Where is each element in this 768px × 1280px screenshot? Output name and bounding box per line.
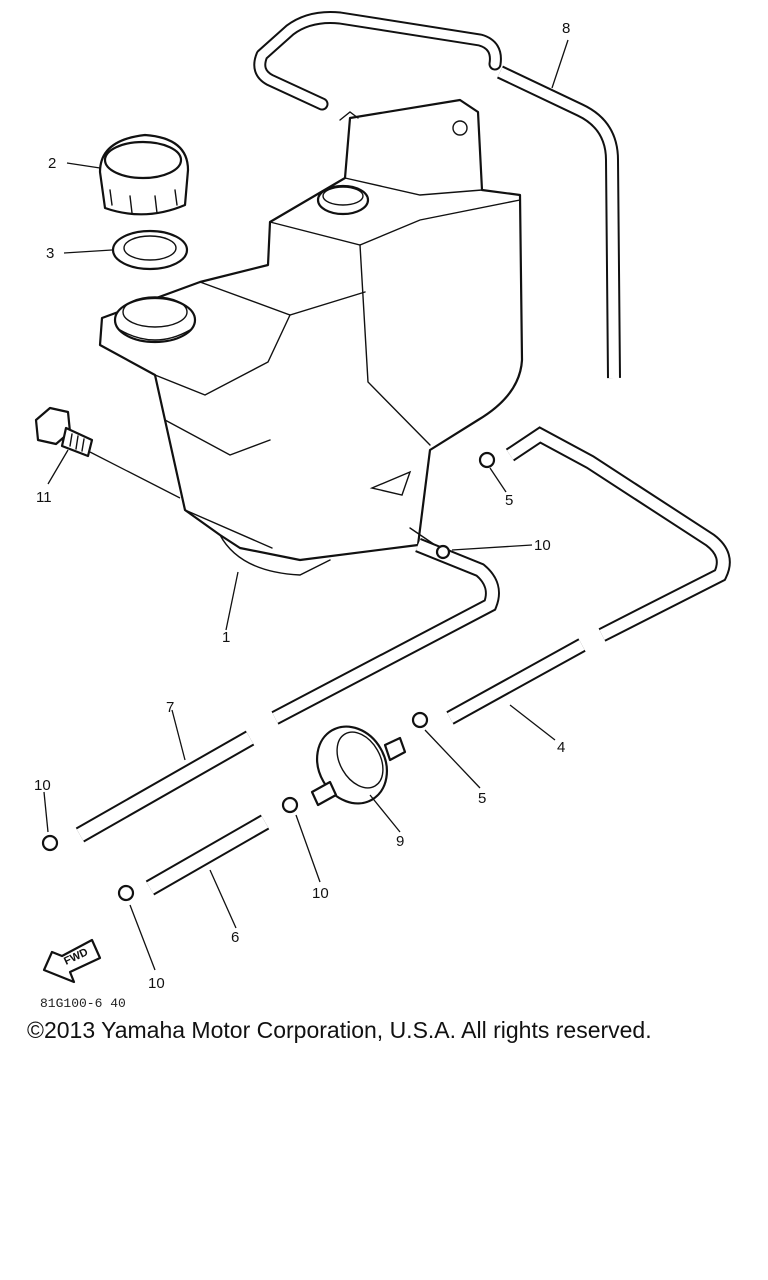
callout-1: 1: [222, 629, 230, 646]
callout-10c: 10: [312, 885, 329, 902]
hose-7: [75, 538, 500, 843]
reservoir-cap: [98, 133, 190, 216]
gasket: [111, 229, 189, 271]
callout-5a: 5: [505, 492, 513, 509]
callout-11: 11: [36, 489, 52, 506]
leader-lines: [43, 39, 569, 971]
callout-10b: 10: [34, 777, 51, 794]
callout-8: 8: [562, 20, 570, 37]
callout-4: 4: [557, 739, 565, 756]
callout-9: 9: [396, 833, 404, 850]
hose-8: [253, 11, 621, 379]
callout-10d: 10: [148, 975, 165, 992]
parts-diagram: FWD 2 3 11 1 8 5 10 4 5 7 10 9 10 6 10 8…: [34, 11, 731, 1010]
check-valve: [310, 725, 407, 807]
clamps: [41, 451, 496, 902]
bolt: [34, 406, 94, 458]
reservoir-tank: [98, 98, 524, 576]
callout-2: 2: [48, 155, 56, 172]
copyright-notice: ©2013 Yamaha Motor Corporation, U.S.A. A…: [27, 1017, 652, 1043]
figure-code: 81G100-6 40: [40, 996, 126, 1010]
callout-6: 6: [231, 929, 239, 946]
callout-10a: 10: [534, 537, 551, 554]
callout-3: 3: [46, 245, 54, 262]
callout-7: 7: [166, 699, 174, 716]
callout-5b: 5: [478, 790, 486, 807]
hose-4: [446, 426, 731, 725]
hose-6: [145, 814, 270, 896]
fwd-arrow-icon: FWD: [42, 938, 102, 984]
